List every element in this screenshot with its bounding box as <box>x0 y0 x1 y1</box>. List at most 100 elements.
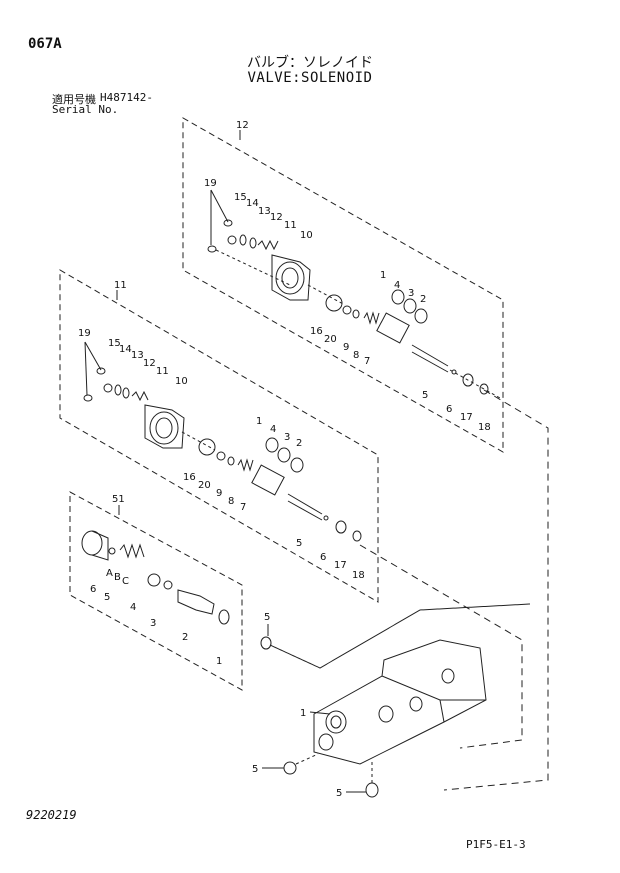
callout-6: 6 <box>446 404 452 415</box>
callout-labels: 12 19 15 14 13 12 11 10 1 4 3 2 16 20 9 … <box>78 120 491 799</box>
callout-8b: 8 <box>228 496 234 507</box>
callout-19b: 19 <box>78 328 91 339</box>
callout-1b: 1 <box>256 416 262 427</box>
part-7-spring <box>363 311 380 325</box>
document-number: 9220219 <box>26 808 77 822</box>
callout-9: 9 <box>343 342 349 353</box>
callout-17b: 17 <box>334 560 347 571</box>
part-1-sleeve <box>376 312 410 344</box>
callout-17: 17 <box>460 412 473 423</box>
part-4-spring <box>119 543 145 559</box>
group-box-51 <box>69 491 243 691</box>
callout-6c: 6 <box>90 584 96 595</box>
connector-line-51 <box>269 603 531 669</box>
callout-51: 51 <box>112 494 125 505</box>
part-3-oring-b <box>277 447 291 463</box>
callout-B: B <box>114 572 121 583</box>
callout-5c: 5 <box>104 592 110 603</box>
callout-10: 10 <box>300 230 313 241</box>
callout-2c: 2 <box>182 632 188 643</box>
part-9-ring-b <box>216 451 226 461</box>
part-2-oring-b <box>290 457 304 473</box>
callout-1c: 1 <box>216 656 222 667</box>
part-14-ring-b <box>114 384 122 396</box>
part-17-oring <box>462 373 474 387</box>
callout-12c: 12 <box>143 358 156 369</box>
part-20-oring <box>325 294 343 312</box>
part-6-ball <box>451 369 457 375</box>
part-19-bolt-lower-b <box>83 394 93 402</box>
callout-15b: 15 <box>108 338 121 349</box>
callout-3b: 3 <box>284 432 290 443</box>
callout-20b: 20 <box>198 480 211 491</box>
page-code: 067A <box>28 36 62 52</box>
part-4-oring-b <box>265 437 279 453</box>
port-2 <box>318 733 334 751</box>
part-20-oring-b <box>198 438 216 456</box>
callout-14: 14 <box>246 198 259 209</box>
title-english: VALVE:SOLENOID <box>247 70 373 86</box>
part-4-oring <box>391 289 405 305</box>
port-4 <box>409 696 423 712</box>
callout-16: 16 <box>310 326 323 337</box>
part-2-oring <box>414 308 428 324</box>
port-1 <box>325 710 347 734</box>
callout-4c: 4 <box>130 602 136 613</box>
callout-2b: 2 <box>296 438 302 449</box>
part-10-solenoid-body-b <box>144 404 185 449</box>
part-5-spool-b <box>287 493 323 521</box>
callout-C: C <box>122 576 129 587</box>
part-7-spring-b <box>237 458 254 472</box>
part-15-washer-b <box>103 383 113 393</box>
part-5-small-ring <box>108 547 116 555</box>
part-17-oring-b <box>335 520 347 534</box>
callout-14b: 14 <box>119 344 132 355</box>
part-9-ring <box>342 305 352 315</box>
callout-19: 19 <box>204 178 217 189</box>
connector-line-11 <box>359 544 523 749</box>
part-12-spring-b <box>131 390 149 402</box>
part-19-bolt-upper-b <box>96 367 106 375</box>
callout-12b: 12 <box>270 212 283 223</box>
callout-5e: 5 <box>252 764 258 775</box>
callout-16b: 16 <box>183 472 196 483</box>
callout-13: 13 <box>258 206 271 217</box>
part-15-washer <box>227 235 237 245</box>
callout-7: 7 <box>364 356 370 367</box>
serial-label-japanese: 適用号機 <box>52 93 96 106</box>
part-12-spring <box>257 239 279 251</box>
part-2-valve-body <box>177 589 215 615</box>
callout-5: 5 <box>422 390 428 401</box>
valve-housing <box>313 639 487 765</box>
part-19-bolt-upper <box>223 219 233 227</box>
part-5-spool <box>411 344 449 373</box>
callout-13b: 13 <box>131 350 144 361</box>
callout-12: 12 <box>236 120 249 131</box>
callout-4: 4 <box>394 280 400 291</box>
callout-2: 2 <box>420 294 426 305</box>
part-13-ring <box>249 237 257 249</box>
part-14-ring <box>239 234 247 246</box>
callout-20: 20 <box>324 334 337 345</box>
part-3-oring-c <box>147 573 161 587</box>
port-5 <box>441 668 455 684</box>
port-3 <box>378 705 394 723</box>
part-1-seat-c <box>218 609 230 625</box>
callout-1d: 1 <box>300 708 306 719</box>
callout-10b: 10 <box>175 376 188 387</box>
serial-label-english: Serial No. <box>52 103 119 116</box>
serial-number: H487142- <box>100 91 153 104</box>
callout-5f: 5 <box>336 788 342 799</box>
callout-5b: 5 <box>296 538 302 549</box>
group-box-12 <box>182 117 504 453</box>
callout-15: 15 <box>234 192 247 203</box>
callout-A: A <box>106 568 113 579</box>
part-6-ball-b <box>323 515 329 521</box>
reference-code: P1F5-E1-3 <box>466 838 526 851</box>
part-5-plug-bottom-left <box>283 761 297 775</box>
callout-7b: 7 <box>240 502 246 513</box>
part-3-oring <box>403 298 417 314</box>
callout-18b: 18 <box>352 570 365 581</box>
callout-1: 1 <box>380 270 386 281</box>
callout-18: 18 <box>478 422 491 433</box>
